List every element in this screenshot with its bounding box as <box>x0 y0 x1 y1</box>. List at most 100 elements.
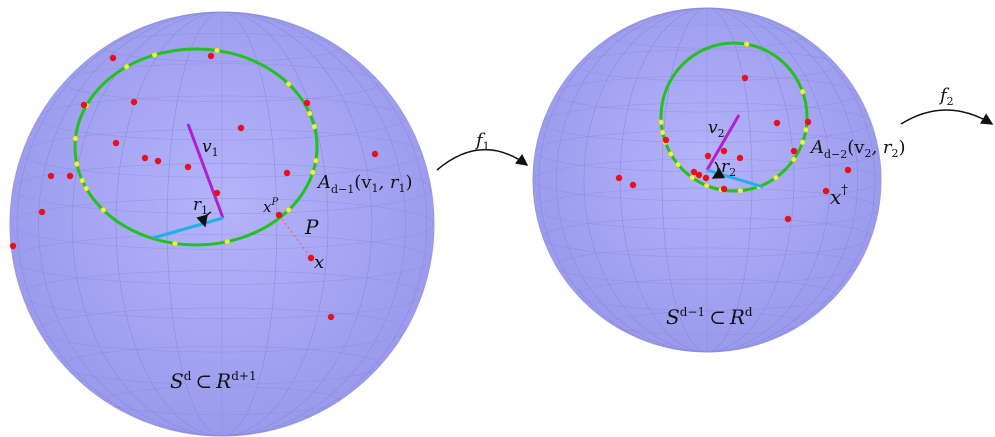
data-point <box>112 139 120 147</box>
circle-marker <box>306 110 313 117</box>
longitude-line <box>583 8 831 352</box>
data-point <box>720 147 728 155</box>
circle-marker <box>737 187 744 194</box>
data-point <box>804 118 812 126</box>
data-point <box>130 98 138 106</box>
data-point <box>371 150 379 158</box>
circle-marker <box>689 174 695 181</box>
data-point <box>47 172 55 180</box>
data-point <box>303 99 311 107</box>
data-point <box>615 174 623 182</box>
data-point <box>184 163 192 171</box>
right-data-points <box>615 74 852 223</box>
longitude-line <box>38 12 406 436</box>
data-point <box>141 154 149 162</box>
right-r-angle-arc <box>711 161 726 179</box>
data-point <box>736 154 744 162</box>
left-v-label: v1 <box>202 137 219 159</box>
data-point <box>80 101 88 109</box>
circle-marker <box>72 135 79 142</box>
data-point <box>662 136 670 144</box>
map-arrow-f1: f1 <box>436 130 529 171</box>
longitude-line <box>661 8 753 352</box>
circle-marker <box>79 177 86 184</box>
left-sphere-space-label: Sd⊂Rd+1 <box>170 369 257 393</box>
data-point <box>695 171 703 179</box>
circle-marker <box>123 63 130 70</box>
circle-marker <box>743 41 750 47</box>
right-v-vector <box>705 114 741 171</box>
data-point <box>154 157 162 165</box>
data-point <box>213 189 221 197</box>
data-point <box>307 254 315 262</box>
circle-marker <box>790 156 797 163</box>
latitude-line <box>10 198 434 250</box>
data-point <box>109 54 117 62</box>
circle-marker <box>172 240 178 247</box>
map-arrow-f2: f2 <box>900 85 994 125</box>
latitude-line <box>542 217 872 258</box>
data-point <box>741 74 749 82</box>
circle-marker <box>214 47 220 54</box>
data-point <box>629 181 637 189</box>
circle-marker <box>224 238 231 245</box>
circle-marker <box>73 161 80 167</box>
left-r-vector <box>152 216 224 240</box>
longitude-line <box>115 12 329 436</box>
right-x-dagger-label: x† <box>830 183 848 209</box>
circle-marker <box>151 52 158 58</box>
data-point <box>822 187 830 195</box>
circle-marker <box>285 81 292 87</box>
data-point <box>66 172 74 180</box>
data-point <box>702 174 710 182</box>
data-point <box>275 211 283 219</box>
data-point <box>283 169 291 177</box>
data-point <box>773 119 781 127</box>
data-point <box>690 168 698 176</box>
circle-marker <box>803 126 809 133</box>
circle-marker <box>311 123 318 130</box>
latitude-line <box>63 63 381 102</box>
longitude-line <box>556 8 858 352</box>
right-v-label: v2 <box>708 118 725 140</box>
right-circle-label: Ad−2(v2, r2) <box>809 137 906 161</box>
latitude-line <box>21 129 423 178</box>
longitude-line <box>71 12 373 436</box>
latitude-line <box>542 102 872 143</box>
left-x-label: x <box>314 252 324 273</box>
latitude-line <box>104 386 340 416</box>
circle-marker <box>100 207 107 213</box>
circle-marker <box>658 119 665 126</box>
left-great-circle <box>73 47 319 247</box>
left-r-angle-arc <box>196 211 212 228</box>
f2-arrow-curve <box>900 109 994 125</box>
data-point <box>790 147 798 155</box>
data-point <box>38 208 46 216</box>
right-sphere-space-label: Sd−1⊂Rd <box>666 305 753 329</box>
longitude-line <box>538 8 876 352</box>
latitude-line <box>556 247 858 285</box>
circle-marker <box>703 182 710 189</box>
circle-marker <box>659 129 666 136</box>
left-r-label: r1 <box>193 195 208 217</box>
circle-marker <box>675 161 681 168</box>
circle-marker <box>83 185 90 192</box>
latitude-line <box>21 270 423 319</box>
data-point <box>844 166 852 174</box>
left-sphere-grid <box>10 12 434 436</box>
data-point <box>327 313 335 321</box>
circle-marker <box>799 139 806 146</box>
left-v-vector <box>186 123 225 219</box>
left-projection-line <box>278 214 312 259</box>
right-r-label: r2 <box>721 157 736 179</box>
left-data-points <box>9 52 379 321</box>
data-point <box>207 52 215 60</box>
f2-label: f2 <box>938 85 954 108</box>
circle-marker <box>773 174 779 181</box>
data-point <box>9 242 17 250</box>
circle-marker <box>310 169 316 176</box>
longitude-line <box>166 12 278 436</box>
left-circle-markers <box>72 47 319 247</box>
latitude-line <box>38 307 406 353</box>
